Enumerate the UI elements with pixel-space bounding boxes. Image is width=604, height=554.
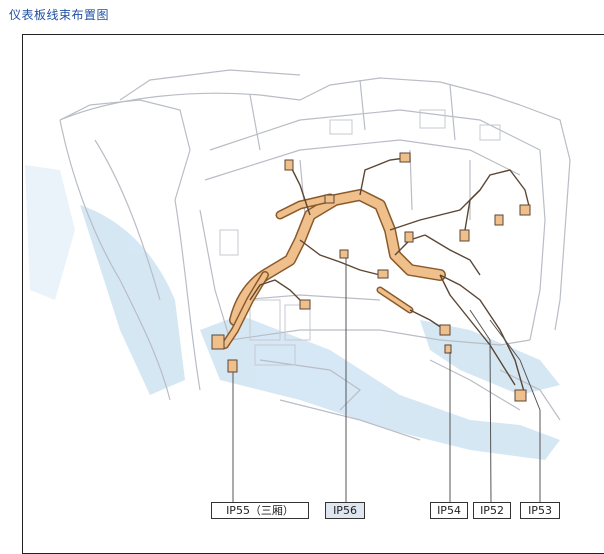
main-harness	[221, 189, 446, 349]
callout-ip53: IP53	[520, 502, 560, 519]
blue-shadow-areas	[25, 165, 560, 460]
callout-ip54: IP54	[430, 502, 468, 519]
connectors	[211, 152, 531, 402]
harness-diagram	[25, 69, 571, 503]
callout-ip56: IP56	[325, 502, 365, 519]
body-outline	[59, 69, 571, 441]
page-title: 仪表板线束布置图	[9, 8, 110, 22]
callout-ip55: IP55（三厢）	[211, 502, 309, 519]
leader-lines	[232, 258, 541, 503]
body-details	[219, 109, 501, 366]
callout-ip52: IP52	[473, 502, 511, 519]
harness-branches	[249, 157, 531, 396]
